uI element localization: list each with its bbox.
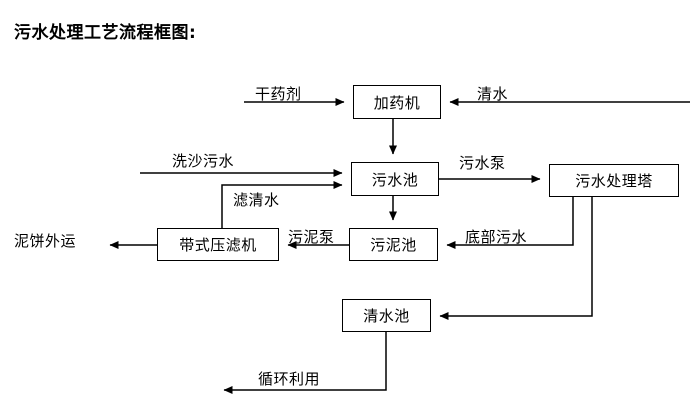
- node-dosing-machine[interactable]: 加药机: [353, 85, 441, 119]
- edge-clear-pool-to-recycle: [223, 332, 387, 394]
- edge-label-filtrate-water: 滤清水: [233, 191, 280, 209]
- node-belt-filter-press[interactable]: 带式压滤机: [157, 228, 279, 261]
- edge-label-sludge-pump: 污泥泵: [288, 228, 335, 246]
- edge-label-recycle-reuse: 循环利用: [258, 370, 321, 388]
- edge-label-sewage-pump: 污水泵: [459, 154, 506, 172]
- edge-filtrate-to-sewage-pool: [221, 181, 343, 228]
- terminal-label-mud-cake-out: 泥饼外运: [14, 232, 77, 250]
- node-sludge-pool[interactable]: 污泥池: [349, 228, 438, 261]
- node-clear-water-pool[interactable]: 清水池: [342, 299, 431, 332]
- edge-tower-to-sludge-pool: [446, 197, 574, 249]
- node-treatment-tower[interactable]: 污水处理塔: [549, 164, 679, 197]
- edge-label-dry-reagent: 干药剂: [255, 85, 302, 103]
- edge-label-sand-wash-sewage: 洗沙污水: [172, 152, 235, 170]
- node-sewage-pool[interactable]: 污水池: [351, 162, 439, 196]
- edge-tower-to-clear-pool: [439, 197, 593, 320]
- edge-label-clean-water: 清水: [477, 85, 509, 103]
- edge-label-bottom-sewage: 底部污水: [465, 228, 528, 246]
- page-title: 污水处理工艺流程框图:: [14, 23, 197, 43]
